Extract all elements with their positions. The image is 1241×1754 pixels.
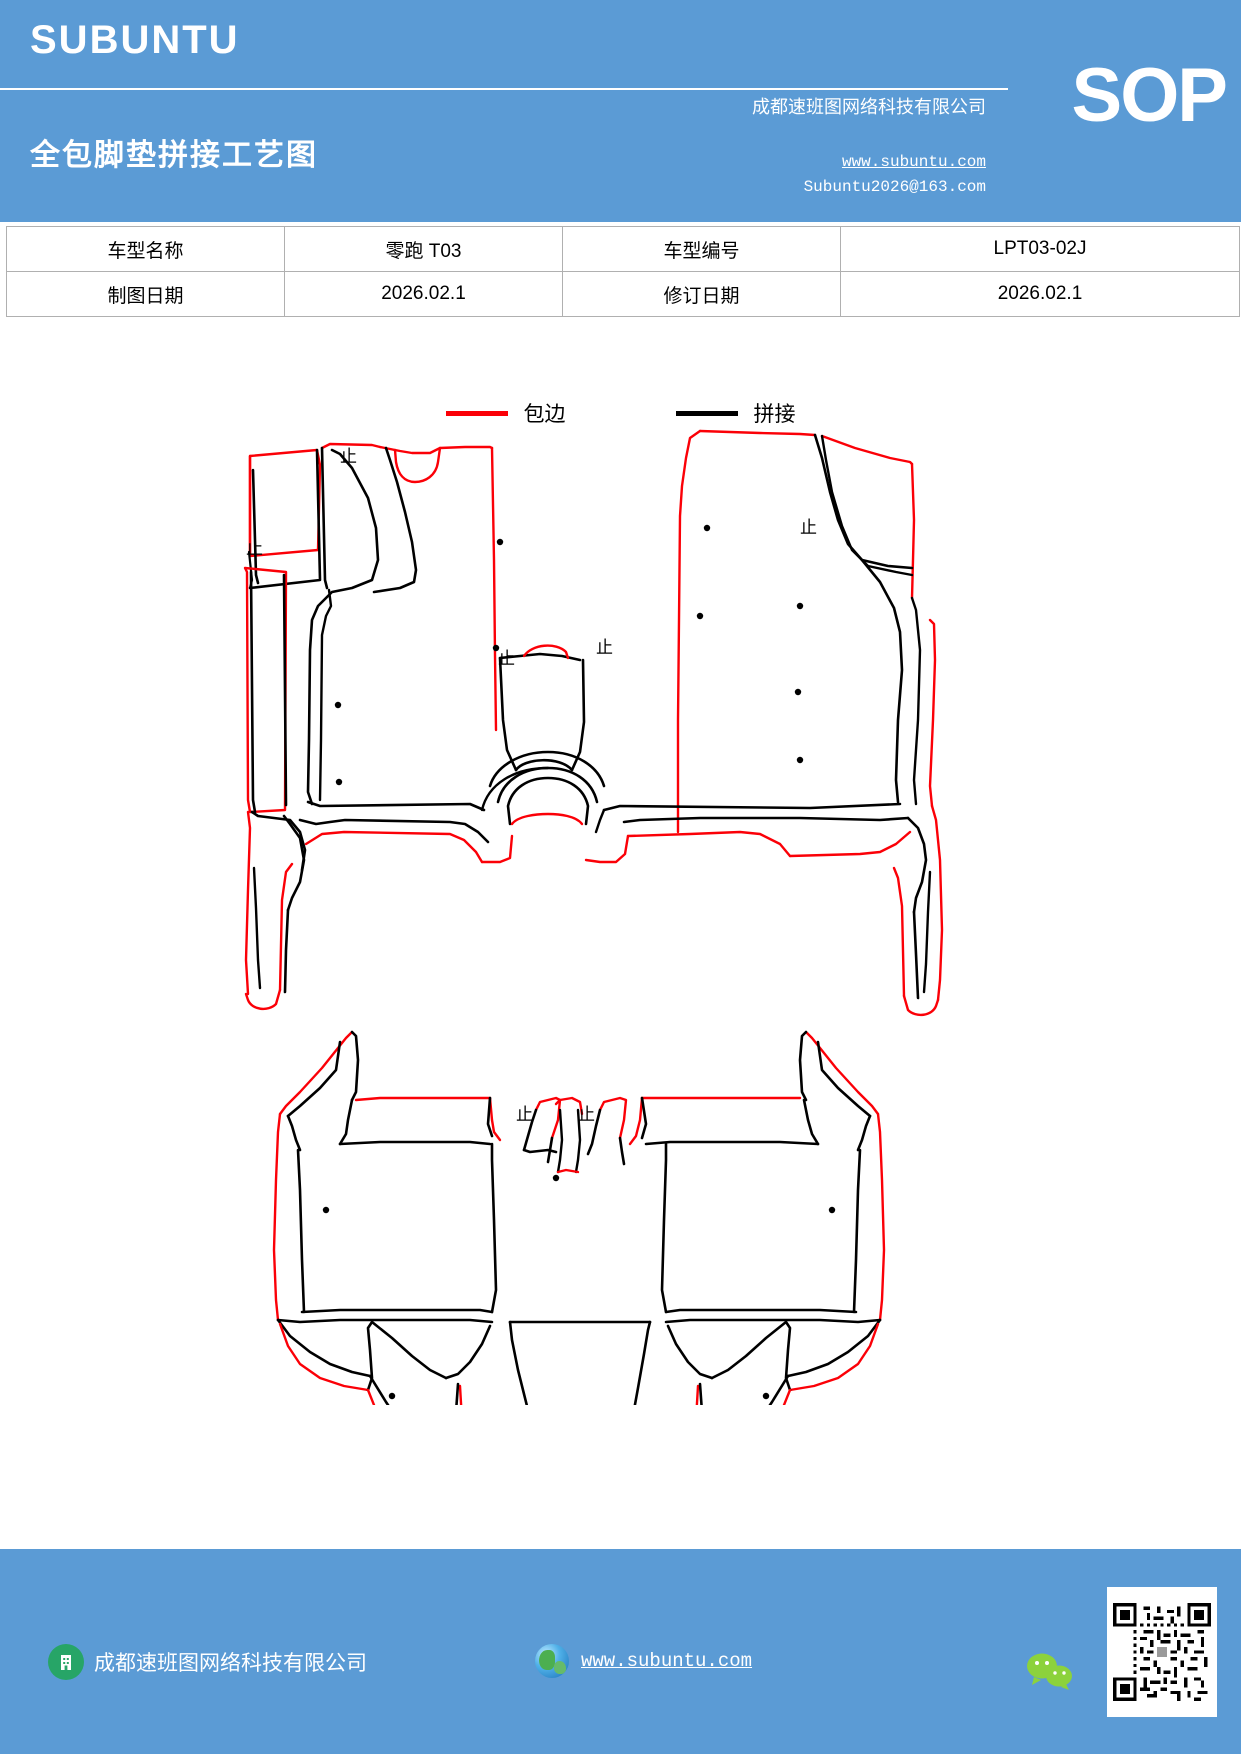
- mount-dot: [552, 1174, 560, 1182]
- table-row: 制图日期 2026.02.1 修订日期 2026.02.1: [6, 271, 1240, 317]
- wechat-icon: [1022, 1651, 1078, 1691]
- mount-dot: [794, 688, 802, 696]
- value-draw-date: 2026.02.1: [284, 271, 563, 317]
- rear-left-arm: [278, 1030, 360, 1118]
- sop-badge: SOP: [1071, 53, 1228, 138]
- mount-dot: [703, 524, 711, 532]
- stop-marker: 止: [516, 1105, 533, 1124]
- value-model-name: 零跑 T03: [284, 226, 563, 272]
- stop-marker: 止: [498, 649, 515, 668]
- front-left-outer-flap: [247, 448, 322, 590]
- header-website-link[interactable]: www.subuntu.com: [841, 153, 986, 171]
- drawing-legend: 包边 拼接: [0, 398, 1241, 428]
- building-icon: [48, 1644, 84, 1680]
- legend-item-edging: 包边: [445, 398, 566, 428]
- mount-dot: [334, 701, 342, 709]
- header-company-name: 成都速班图网络科技有限公司: [752, 97, 986, 117]
- mount-dot: [828, 1206, 836, 1214]
- mount-dot: [388, 1392, 396, 1400]
- label-model-name: 车型名称: [6, 226, 285, 272]
- value-model-code: LPT03-02J: [840, 226, 1240, 272]
- front-assembly-bottom-bar: [244, 800, 944, 1002]
- stop-marker: 止: [340, 447, 357, 466]
- mount-dot: [796, 602, 804, 610]
- front-left-side-skirt: [243, 566, 288, 814]
- value-revision-date: 2026.02.1: [840, 271, 1240, 317]
- front-left-mat-body: [306, 442, 504, 806]
- mat-pattern-svg: 止 止 止 止 止 止 止: [243, 429, 944, 1405]
- rear-right-arm: [798, 1030, 880, 1118]
- center-tunnel-piece-upper: [480, 644, 606, 826]
- mount-dot: [322, 1206, 330, 1214]
- mount-dot: [335, 778, 343, 786]
- page-title: 全包脚垫拼接工艺图: [30, 139, 318, 172]
- rear-left-mat-body: [272, 1096, 502, 1322]
- rear-right-mat-body: [628, 1096, 886, 1322]
- stop-marker: 止: [596, 638, 613, 657]
- label-draw-date: 制图日期: [6, 271, 285, 317]
- legend-label-seam: 拼接: [753, 403, 796, 426]
- footer-website-block: www.subuntu.com: [535, 1644, 752, 1678]
- footer-company-block: 成都速班图网络科技有限公司: [48, 1644, 367, 1680]
- stop-marker-group: 止 止 止 止 止 止 止: [246, 447, 817, 1124]
- brand-logo: SUBUNTU: [30, 18, 240, 62]
- stop-marker: 止: [246, 539, 263, 558]
- mount-dot: [762, 1392, 770, 1400]
- label-revision-date: 修订日期: [562, 271, 841, 317]
- line-swatch-red-icon: [445, 410, 508, 416]
- stop-marker: 止: [800, 518, 817, 537]
- label-model-code: 车型编号: [562, 226, 841, 272]
- legend-item-seam: 拼接: [675, 398, 796, 428]
- rear-center-tunnel: [522, 1096, 628, 1182]
- page-header: SUBUNTU 全包脚垫拼接工艺图 成都速班图网络科技有限公司 SOP www.…: [0, 0, 1241, 222]
- footer-website-link[interactable]: www.subuntu.com: [581, 1650, 753, 1672]
- rear-bottom-trim: [276, 1318, 882, 1405]
- mount-dot: [496, 538, 504, 546]
- qr-code: [1107, 1587, 1217, 1717]
- front-left-lower-strip: [244, 862, 294, 1011]
- legend-label-edging: 包边: [523, 403, 566, 426]
- page-footer: 成都速班图网络科技有限公司 www.subuntu.com: [0, 1549, 1241, 1754]
- table-row: 车型名称 零跑 T03 车型编号 LPT03-02J: [6, 226, 1240, 272]
- header-divider: [0, 88, 1008, 90]
- globe-icon: [535, 1644, 569, 1678]
- front-right-lower-strip: [892, 866, 940, 1017]
- header-email: Subuntu2026@163.com: [803, 178, 986, 196]
- stop-marker: 止: [578, 1105, 595, 1124]
- vehicle-info-table: 车型名称 零跑 T03 车型编号 LPT03-02J 制图日期 2026.02.…: [6, 226, 1240, 317]
- mount-dot: [796, 756, 804, 764]
- footer-company-name: 成都速班图网络科技有限公司: [94, 1652, 367, 1675]
- line-swatch-black-icon: [675, 410, 738, 416]
- front-right-mat-body: [676, 429, 937, 834]
- floor-mat-technical-drawing: 止 止 止 止 止 止 止: [0, 420, 1241, 1405]
- mount-dot: [492, 644, 500, 652]
- mount-dot: [696, 612, 704, 620]
